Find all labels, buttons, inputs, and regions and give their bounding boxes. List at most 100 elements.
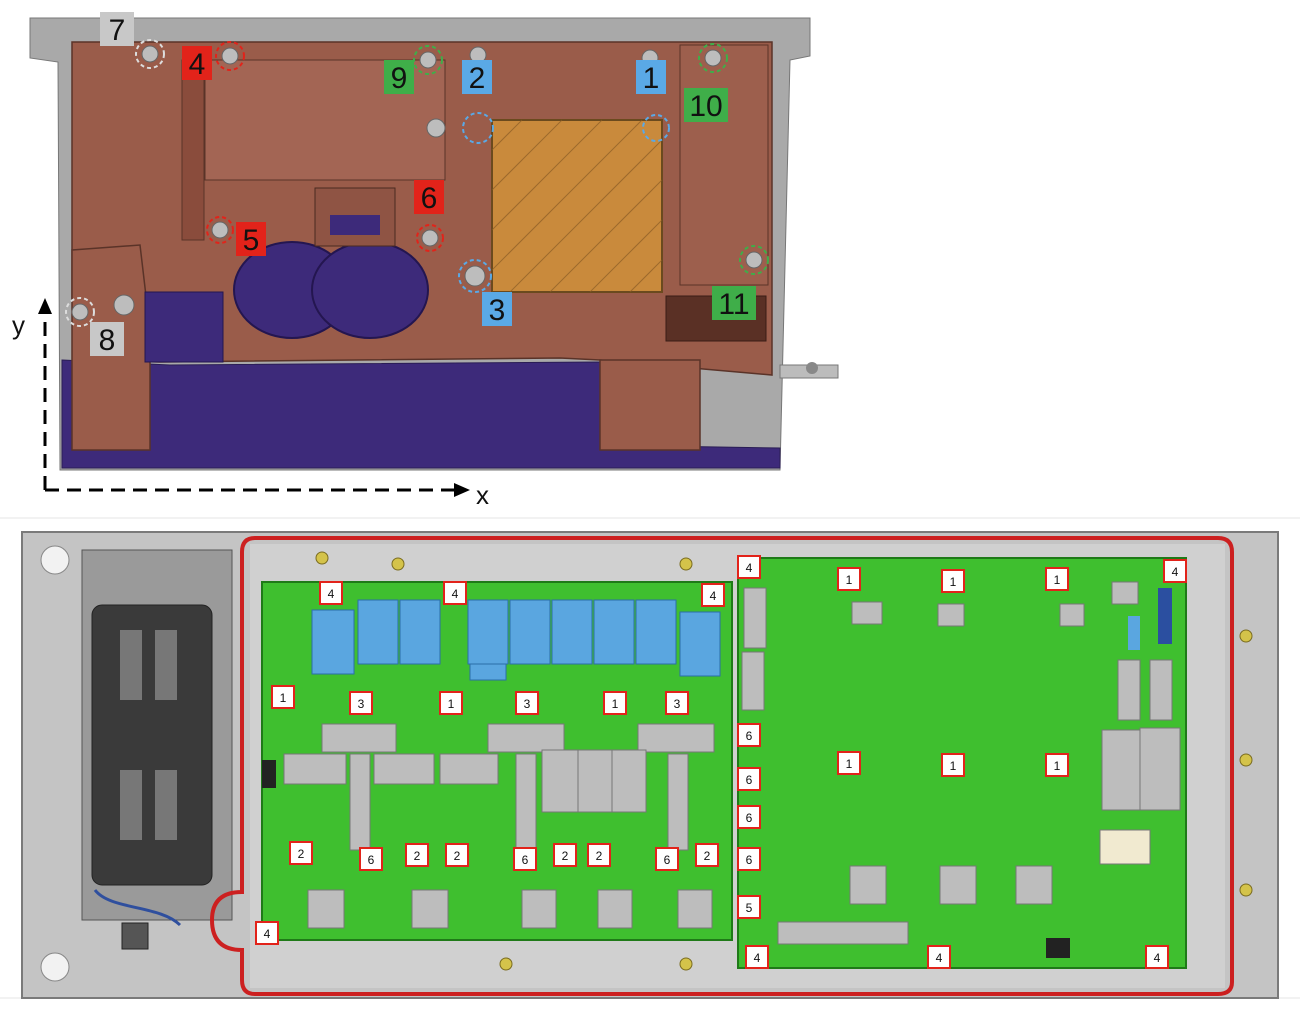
svg-text:1: 1 [846, 573, 853, 587]
svg-text:8: 8 [99, 324, 116, 357]
screw [419, 51, 437, 69]
screw [745, 251, 763, 269]
board-tag-4: 4 [319, 581, 343, 605]
board-tag-2: 2 [289, 841, 313, 865]
svg-text:2: 2 [469, 62, 486, 95]
capacitor-lobe-right [311, 241, 429, 339]
board-tag-4: 4 [927, 945, 951, 969]
screw [113, 294, 135, 316]
svg-text:4: 4 [452, 587, 459, 601]
marker-7: 7 [100, 12, 134, 47]
board-tag-4: 4 [1145, 945, 1169, 969]
board-tag-4: 4 [1163, 559, 1187, 583]
svg-text:6: 6 [522, 853, 529, 867]
board-tag-6: 6 [737, 723, 761, 747]
screw [426, 118, 446, 138]
svg-text:3: 3 [674, 697, 681, 711]
svg-text:9: 9 [391, 62, 408, 95]
marker-1: 1 [636, 60, 666, 95]
board-tag-3: 3 [665, 691, 689, 715]
marker-3: 3 [482, 292, 512, 327]
right-panel [679, 44, 769, 286]
svg-text:3: 3 [524, 697, 531, 711]
fan-connector [121, 922, 149, 950]
svg-text:4: 4 [746, 561, 753, 575]
svg-text:3: 3 [358, 697, 365, 711]
screw [421, 229, 439, 247]
board-tag-2: 2 [405, 843, 429, 867]
ring-blue [458, 259, 492, 293]
svg-text:11: 11 [718, 288, 749, 321]
marker-6: 6 [414, 180, 444, 215]
board-tag-1: 1 [837, 567, 861, 591]
svg-text:1: 1 [950, 759, 957, 773]
board-tag-4: 4 [443, 581, 467, 605]
svg-text:7: 7 [109, 14, 126, 47]
board-tag-4: 4 [255, 921, 279, 945]
board-tag-3: 3 [515, 691, 539, 715]
board-tag-1: 1 [439, 691, 463, 715]
svg-text:6: 6 [746, 773, 753, 787]
board-tag-6: 6 [737, 805, 761, 829]
board-tag-1: 1 [941, 753, 965, 777]
svg-text:6: 6 [664, 853, 671, 867]
board-tag-6: 6 [513, 847, 537, 871]
svg-text:6: 6 [746, 729, 753, 743]
orange-heatsink [491, 119, 663, 293]
board-tag-6: 6 [655, 847, 679, 871]
svg-text:4: 4 [264, 927, 271, 941]
svg-text:3: 3 [489, 294, 506, 327]
svg-text:6: 6 [746, 853, 753, 867]
ring-red [206, 216, 234, 244]
svg-text:1: 1 [846, 757, 853, 771]
svg-text:2: 2 [562, 849, 569, 863]
svg-text:4: 4 [754, 951, 761, 965]
svg-text:2: 2 [298, 847, 305, 861]
keyhole-slot [40, 545, 70, 575]
svg-text:6: 6 [421, 182, 438, 215]
svg-text:4: 4 [1172, 565, 1179, 579]
svg-text:1: 1 [280, 691, 287, 705]
marker-8: 8 [90, 322, 124, 357]
board-tag-5: 5 [737, 895, 761, 919]
svg-text:2: 2 [596, 849, 603, 863]
board-tag-4: 4 [701, 583, 725, 607]
svg-text:4: 4 [189, 48, 206, 81]
marker-4: 4 [182, 46, 212, 81]
marker-2: 2 [462, 60, 492, 95]
svg-text:6: 6 [746, 811, 753, 825]
svg-text:1: 1 [1054, 759, 1061, 773]
svg-text:4: 4 [710, 589, 717, 603]
screw [211, 221, 229, 239]
board-tag-1: 1 [941, 569, 965, 593]
board-tag-1: 1 [271, 685, 295, 709]
fan-cable [93, 888, 182, 927]
ring-green [739, 245, 769, 275]
screw [464, 265, 486, 287]
svg-text:1: 1 [448, 697, 455, 711]
board-tag-1: 1 [1045, 753, 1069, 777]
x-arrowhead [454, 483, 470, 497]
ring-gray [65, 297, 95, 327]
board-tag-4: 4 [745, 945, 769, 969]
board-tag-4: 4 [737, 555, 761, 579]
board-tag-6: 6 [359, 847, 383, 871]
board-tag-2: 2 [553, 843, 577, 867]
marker-10: 10 [684, 88, 728, 123]
marker-11: 11 [712, 286, 756, 321]
svg-text:1: 1 [950, 575, 957, 589]
board-tag-2: 2 [445, 843, 469, 867]
screw [141, 45, 159, 63]
svg-text:2: 2 [704, 849, 711, 863]
ring-red [416, 224, 444, 252]
ring-blue [642, 114, 670, 142]
screw [704, 49, 722, 67]
board-tag-1: 1 [1045, 567, 1069, 591]
ring-gray [135, 39, 165, 69]
board-tag-2: 2 [587, 843, 611, 867]
screw [221, 47, 239, 65]
svg-text:6: 6 [368, 853, 375, 867]
svg-text:1: 1 [1054, 573, 1061, 587]
svg-text:1: 1 [612, 697, 619, 711]
